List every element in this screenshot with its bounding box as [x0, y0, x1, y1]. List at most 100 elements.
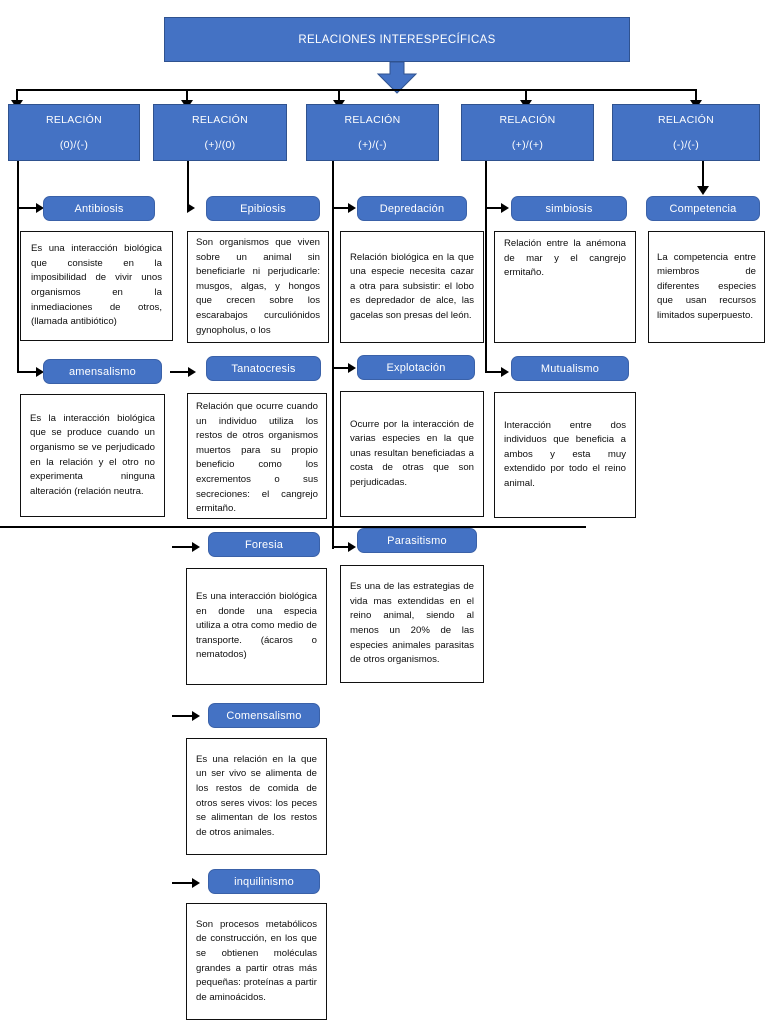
relation-label-line2: (+)/(+) — [511, 139, 544, 151]
node-amensalismo-label[interactable]: amensalismo — [43, 359, 162, 384]
branch-arrow-competencia-icon — [697, 186, 709, 195]
relation-box-plus-plus[interactable]: RELACIÓN (+)/(+) — [461, 104, 594, 161]
node-antibiosis-description: Es una interacción biológica que consist… — [20, 231, 173, 341]
mid-bus-line — [0, 526, 586, 528]
node-label-text: Depredación — [379, 202, 445, 215]
relation-label-line2: (-)/(-) — [673, 139, 699, 151]
branch-amensalismo — [17, 371, 38, 373]
node-simbiosis-description: Relación entre la anémona de mar y el ca… — [494, 231, 636, 343]
branch-arrow-comensalismo-icon — [192, 711, 200, 721]
top-bus-line — [17, 89, 696, 91]
description-text: Ocurre por la interacción de varias espe… — [350, 418, 474, 488]
description-text: Es la interacción biológica que se produ… — [30, 412, 155, 497]
spine-col3 — [332, 161, 334, 549]
description-text: Es una interacción biológica en donde un… — [196, 591, 317, 661]
node-inquilinismo-label[interactable]: inquilinismo — [208, 869, 320, 894]
node-foresia-description: Es una interacción biológica en donde un… — [186, 568, 327, 685]
node-label-text: Comensalismo — [226, 709, 302, 722]
node-mutualismo-label[interactable]: Mutualismo — [511, 356, 629, 381]
node-label-text: amensalismo — [68, 365, 136, 378]
node-label-text: Parasitismo — [387, 534, 447, 547]
branch-arrow-explotacion-icon — [348, 363, 356, 373]
node-label-text: Epibiosis — [240, 202, 286, 215]
node-label-text: Foresia — [244, 538, 284, 551]
node-simbiosis-label[interactable]: simbiosis — [511, 196, 627, 221]
branch-arrow-simbiosis-icon — [501, 203, 509, 213]
branch-foresia — [172, 546, 194, 548]
node-label-text: Mutualismo — [540, 362, 600, 375]
description-text: Relación biológica en la que una especie… — [350, 251, 474, 321]
node-parasitismo-label[interactable]: Parasitismo — [357, 528, 477, 553]
drop-line-2 — [186, 89, 188, 103]
branch-arrow-amensalismo-icon — [36, 367, 44, 377]
spine-col2-top — [187, 161, 189, 207]
relation-label-line2: (0)/(-) — [59, 139, 89, 151]
spine-col5 — [702, 161, 704, 190]
description-text: La competencia entre miembros de diferen… — [657, 251, 756, 321]
node-label-text: Antibiosis — [74, 202, 124, 215]
down-block-arrow-icon — [374, 61, 420, 99]
node-tanatocresis-description: Relación que ocurre cuando un individuo … — [187, 393, 327, 519]
page-title: RELACIONES INTERESPECÍFICAS — [298, 33, 496, 46]
node-depredacion-description: Relación biológica en la que una especie… — [340, 231, 484, 343]
relation-box-0-minus[interactable]: RELACIÓN (0)/(-) — [8, 104, 140, 161]
branch-arrow-depredacion-icon — [348, 203, 356, 213]
branch-arrow-inquilinismo-icon — [192, 878, 200, 888]
relation-label-line1: RELACIÓN — [191, 114, 249, 126]
relation-label-line2: (+)/(0) — [204, 139, 236, 151]
drop-line-4 — [525, 89, 527, 103]
node-tanatocresis-label[interactable]: Tanatocresis — [206, 356, 321, 381]
description-text: Interacción entre dos individuos que ben… — [504, 419, 626, 489]
relation-label-line1: RELACIÓN — [657, 114, 715, 126]
relation-label-line1: RELACIÓN — [45, 114, 103, 126]
relation-box-plus-0[interactable]: RELACIÓN (+)/(0) — [153, 104, 287, 161]
relation-label-line1: RELACIÓN — [499, 114, 556, 126]
description-text: Es una de las estrategias de vida mas ex… — [350, 581, 474, 666]
node-epibiosis-description: Son organismos que viven sobre un animal… — [187, 231, 329, 343]
description-text: Es una relación en la que un ser vivo se… — [196, 753, 317, 838]
branch-arrow-foresia-icon — [192, 542, 200, 552]
branch-explotacion — [332, 367, 350, 369]
drop-line-3 — [338, 89, 340, 103]
node-explotacion-description: Ocurre por la interacción de varias espe… — [340, 391, 484, 517]
description-text: Son organismos que viven sobre un animal… — [196, 237, 320, 336]
description-text: Son procesos metabólicos de construcción… — [196, 918, 317, 1003]
node-label-text: Competencia — [669, 202, 737, 215]
branch-simbiosis — [485, 207, 503, 209]
node-foresia-label[interactable]: Foresia — [208, 532, 320, 557]
branch-inquilinismo — [172, 882, 194, 884]
node-label-text: simbiosis — [545, 202, 593, 215]
node-competencia-description: La competencia entre miembros de diferen… — [648, 231, 765, 343]
relation-box-plus-minus[interactable]: RELACIÓN (+)/(-) — [306, 104, 439, 161]
drop-line-5 — [695, 89, 697, 103]
relation-box-minus-minus[interactable]: RELACIÓN (-)/(-) — [612, 104, 760, 161]
branch-parasitismo — [332, 546, 350, 548]
description-text: Relación entre la anémona de mar y el ca… — [504, 238, 626, 279]
branch-mutualismo — [485, 371, 503, 373]
node-label-text: Tanatocresis — [231, 362, 296, 375]
node-antibiosis-label[interactable]: Antibiosis — [43, 196, 155, 221]
node-epibiosis-label[interactable]: Epibiosis — [206, 196, 320, 221]
node-competencia-label[interactable]: Competencia — [646, 196, 760, 221]
branch-arrow-epibiosis-icon — [187, 203, 195, 213]
node-mutualismo-description: Interacción entre dos individuos que ben… — [494, 392, 636, 518]
branch-tanatocresis — [170, 371, 190, 373]
node-label-text: Explotación — [386, 361, 446, 374]
node-explotacion-label[interactable]: Explotación — [357, 355, 475, 380]
branch-arrow-parasitismo-icon — [348, 542, 356, 552]
branch-arrow-mutualismo-icon — [501, 367, 509, 377]
node-label-text: inquilinismo — [234, 875, 294, 888]
node-comensalismo-label[interactable]: Comensalismo — [208, 703, 320, 728]
branch-arrow-tanatocresis-icon — [188, 367, 196, 377]
node-depredacion-label[interactable]: Depredación — [357, 196, 467, 221]
branch-comensalismo — [172, 715, 194, 717]
drop-line-1 — [16, 89, 18, 103]
node-parasitismo-description: Es una de las estrategias de vida mas ex… — [340, 565, 484, 683]
branch-arrow-antibiosis-icon — [36, 203, 44, 213]
spine-col4 — [485, 161, 487, 373]
description-text: Es una interacción biológica que consist… — [31, 243, 162, 328]
node-comensalismo-description: Es una relación en la que un ser vivo se… — [186, 738, 327, 855]
branch-antibiosis — [17, 207, 38, 209]
node-amensalismo-description: Es la interacción biológica que se produ… — [20, 394, 165, 517]
